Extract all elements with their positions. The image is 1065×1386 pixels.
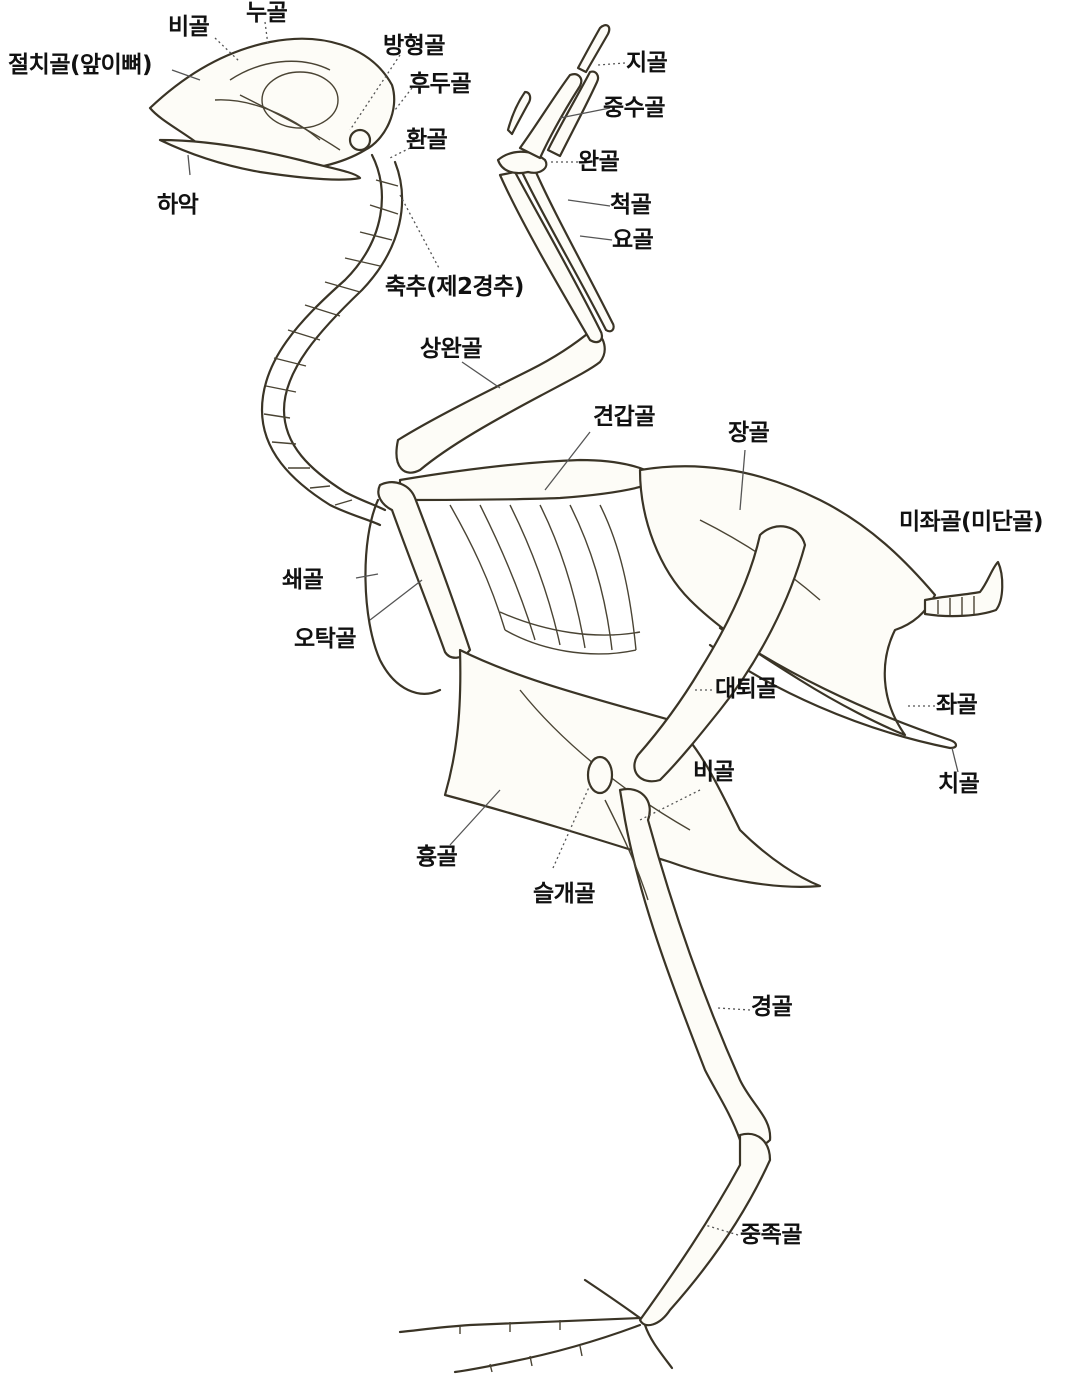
label-metacarpal: 중수골	[603, 97, 665, 120]
label-atlas: 환골	[406, 129, 447, 152]
label-tibia: 경골	[751, 996, 792, 1019]
label-pygostyle: 미좌골(미단골)	[899, 511, 1043, 534]
label-ilium: 장골	[728, 422, 769, 445]
label-femur: 대퇴골	[715, 678, 777, 701]
label-fibula: 비골	[693, 761, 734, 784]
label-coracoid: 오탁골	[294, 628, 356, 651]
label-humerus: 상완골	[420, 338, 482, 361]
label-carpal: 완골	[578, 151, 619, 174]
label-occipital-bone: 후두골	[409, 73, 471, 96]
label-pubis: 치골	[938, 773, 979, 796]
label-quadrate-bone: 방형골	[383, 35, 445, 58]
label-ulna: 척골	[610, 194, 651, 217]
label-ischium: 좌골	[936, 694, 977, 717]
label-clavicle: 쇄골	[282, 569, 323, 592]
label-premaxilla: 절치골(앞이뼈)	[8, 54, 152, 77]
label-sternum: 흉골	[416, 846, 457, 869]
label-tarsometatarsus: 중족골	[740, 1224, 802, 1247]
label-nasal-bone: 비골	[168, 16, 209, 39]
label-mandible: 하악	[157, 194, 198, 217]
label-radius: 요골	[612, 229, 653, 252]
label-lacrimal-bone: 누골	[246, 2, 287, 25]
label-scapula: 견갑골	[593, 406, 655, 429]
label-axis: 축추(제2경추)	[385, 276, 524, 299]
neck-vertebrae	[262, 155, 402, 525]
label-patella: 슬개골	[533, 883, 595, 906]
label-phalanx: 지골	[626, 52, 667, 75]
